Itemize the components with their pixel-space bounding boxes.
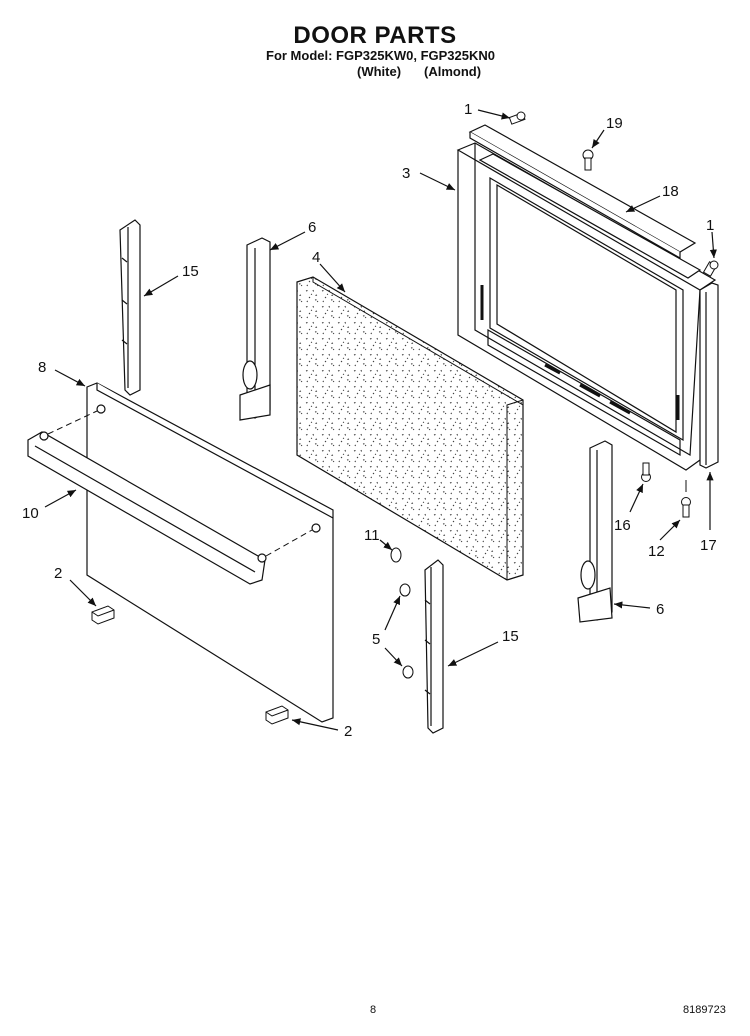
leader-6a [269,231,306,251]
callout-4: 4 [312,249,320,266]
callout-6a: 6 [308,219,316,236]
leader-15b [447,641,499,667]
leader-15a [143,275,179,297]
insulation-panel [296,276,524,581]
top-channel [468,124,702,279]
callout-15b: 15 [502,628,519,645]
callout-19: 19 [606,115,623,132]
callout-8: 8 [38,359,46,376]
leader-1b [709,231,717,259]
callout-15a: 15 [182,263,199,280]
side-channel [699,282,719,469]
screw-1-top [508,111,526,125]
callout-6b: 6 [656,601,664,618]
page-title: DOOR PARTS [293,22,457,49]
document-number: 8189723 [683,1004,726,1016]
leader-8 [54,369,86,387]
door-handle [27,431,267,585]
leader-11 [379,539,393,551]
bumper-11 [390,547,402,563]
leader-16 [629,483,644,513]
leader-6b [613,601,651,609]
screw-19 [582,149,594,171]
screw-16 [641,462,651,482]
leader-3 [419,172,456,191]
callout-1b: 1 [706,217,714,234]
callout-12: 12 [648,543,665,560]
color-almond-label: (Almond) [424,64,482,79]
screw-1-right [702,260,719,277]
clip-2-right [265,705,289,725]
leader-2b [291,718,339,731]
leader-1a [477,109,511,120]
leader-18 [625,195,661,213]
leader-5a [384,595,401,631]
leader-12 [659,519,681,541]
leader-2a [69,579,97,607]
color-white-label: (White) [357,64,402,79]
callout-3: 3 [402,165,410,182]
hinge-bracket-left [119,219,141,396]
callout-16: 16 [614,517,631,534]
hinge-upper [239,237,271,421]
callout-1a: 1 [464,101,472,118]
alignment-lines [47,410,313,557]
callout-5: 5 [372,631,380,648]
hinge-lower [577,440,613,623]
leader-5b [384,647,403,667]
screw-12 [681,480,691,518]
callout-18: 18 [662,183,679,200]
page-number: 8 [370,1004,377,1016]
clip-2-left [91,605,115,625]
bumper-5 [399,583,414,679]
callout-11: 11 [364,527,380,544]
callout-10: 10 [22,505,39,522]
leader-10 [44,489,77,508]
callout-2b: 2 [344,723,352,740]
callout-2a: 2 [54,565,62,582]
model-line: For Model: FGP325KW0, FGP325KN0 [266,48,495,63]
callout-17: 17 [700,537,717,554]
leader-4 [319,263,346,293]
leader-19 [591,129,605,149]
hinge-bracket-right [424,559,444,734]
